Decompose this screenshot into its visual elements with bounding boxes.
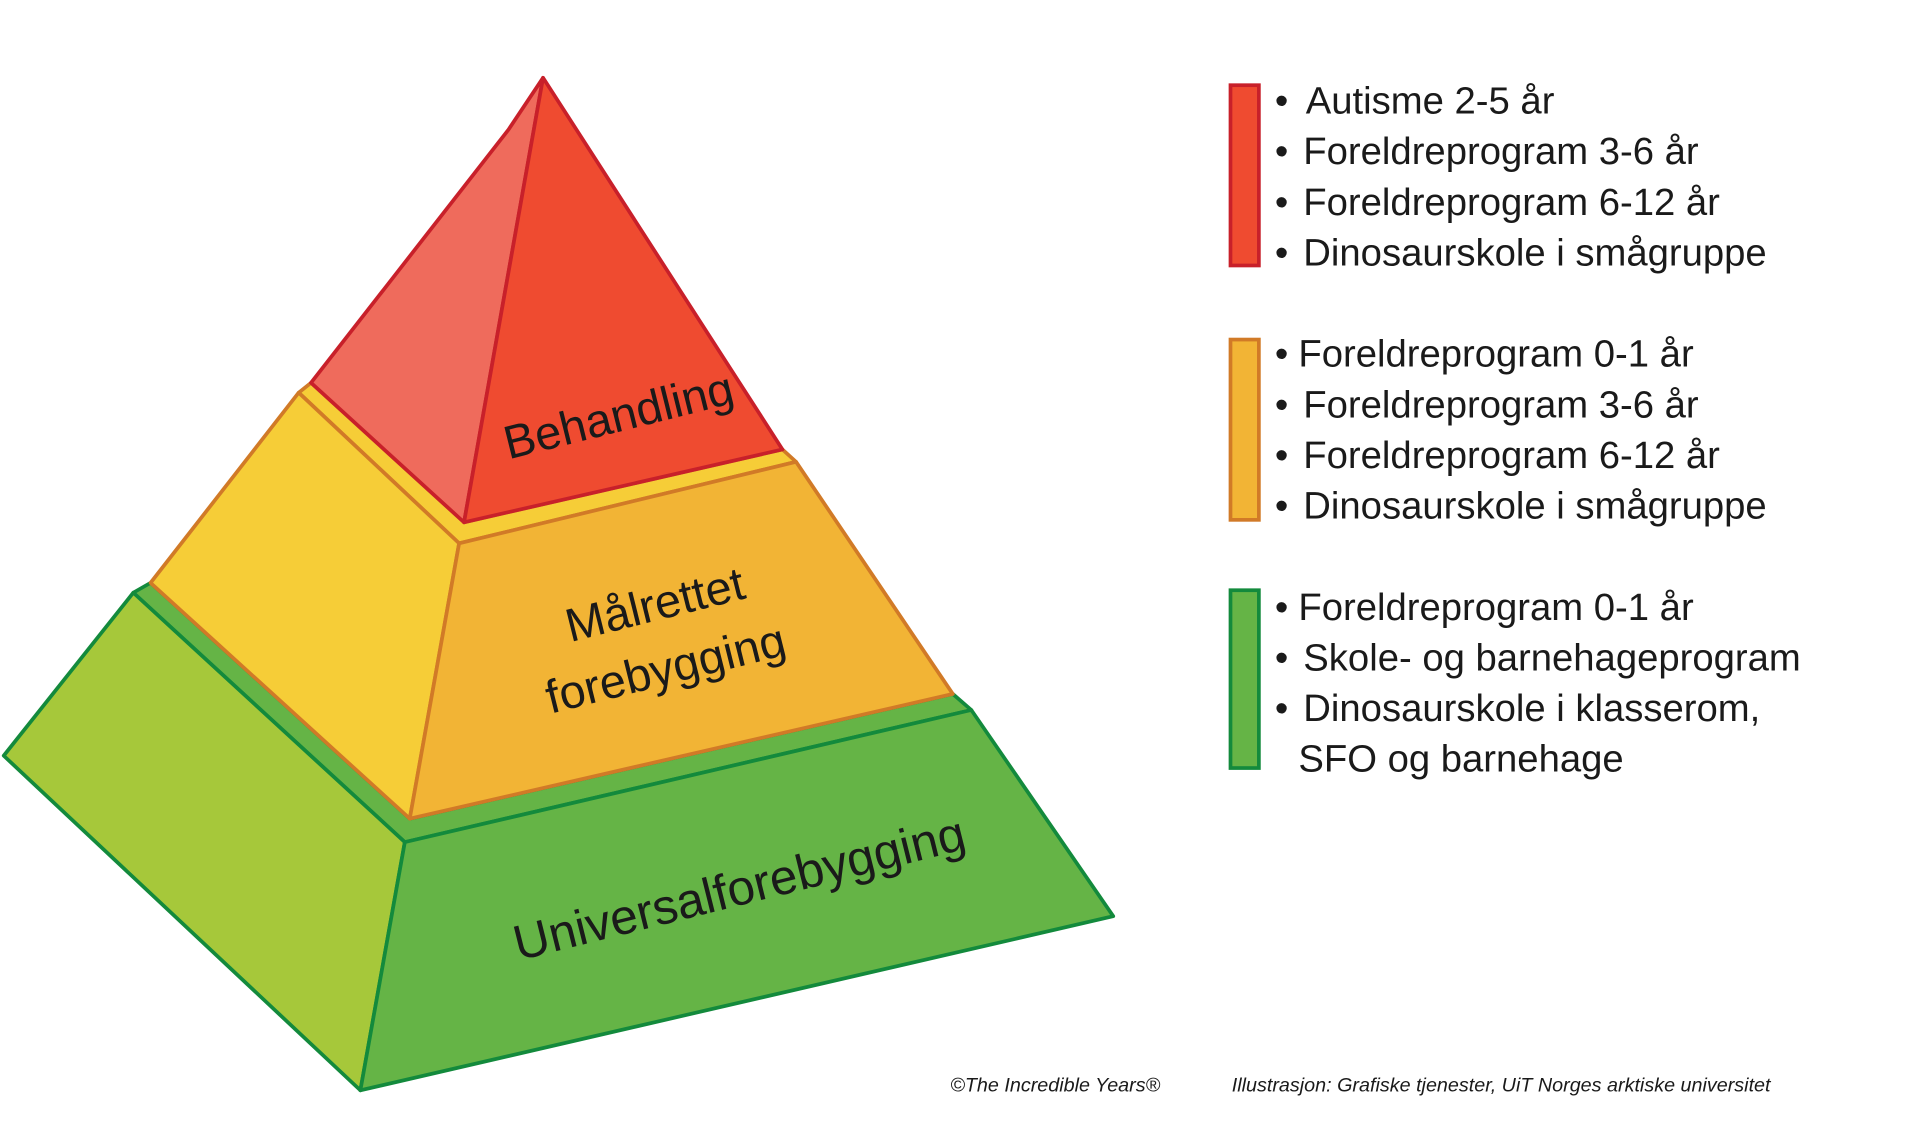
green-front-face [358,708,1116,1093]
svg-text:•: • [1275,687,1288,730]
svg-text:•: • [1275,130,1288,173]
svg-text:•: • [1275,383,1288,426]
legend-item: Dinosaurskole i smågruppe [1303,485,1766,528]
legend-item: Foreldreprogram 0-1 år [1298,333,1694,376]
svg-text:•: • [1275,181,1288,224]
universal-tier [1,580,1116,1093]
credit-text: Illustrasjon: Grafiske tjenester, UiT No… [1232,1075,1772,1097]
copyright-text: ©The Incredible Years® [950,1075,1160,1097]
legend-green-list: •Foreldreprogram 0-1 år •Skole- og barne… [1275,586,1801,781]
legend-item: SFO og barnehage [1298,738,1623,781]
legend-item: Skole- og barnehageprogram [1303,636,1800,679]
legend-item: Dinosaurskole i smågruppe [1303,231,1766,274]
yellow-front-face [407,459,955,821]
legend-red-list: •Autisme 2-5 år •Foreldreprogram 3-6 år … [1275,80,1767,275]
legend-swatch-red [1228,83,1261,268]
legend-item: Foreldreprogram 3-6 år [1303,130,1699,173]
svg-text:•: • [1275,80,1288,123]
legend-item: Foreldreprogram 6-12 år [1303,181,1720,224]
legend-swatch-yellow [1228,337,1261,522]
legend-item: Autisme 2-5 år [1306,80,1555,123]
treatment-tier [309,75,785,525]
legend-swatch-green [1228,588,1261,770]
svg-text:•: • [1275,485,1288,528]
svg-text:•: • [1275,231,1288,274]
legend-item: Dinosaurskole i klasserom, [1303,687,1760,730]
svg-text:•: • [1275,586,1288,629]
legend-item: Foreldreprogram 6-12 år [1303,434,1720,477]
svg-text:•: • [1275,434,1288,477]
red-front-face [462,75,785,525]
legend-yellow-list: •Foreldreprogram 0-1 år •Foreldreprogram… [1275,333,1767,528]
svg-text:•: • [1275,333,1288,376]
svg-text:•: • [1275,636,1288,679]
targeted-tier [148,380,955,821]
legend-item: Foreldreprogram 0-1 år [1298,586,1694,629]
legend-item: Foreldreprogram 3-6 år [1303,383,1699,426]
